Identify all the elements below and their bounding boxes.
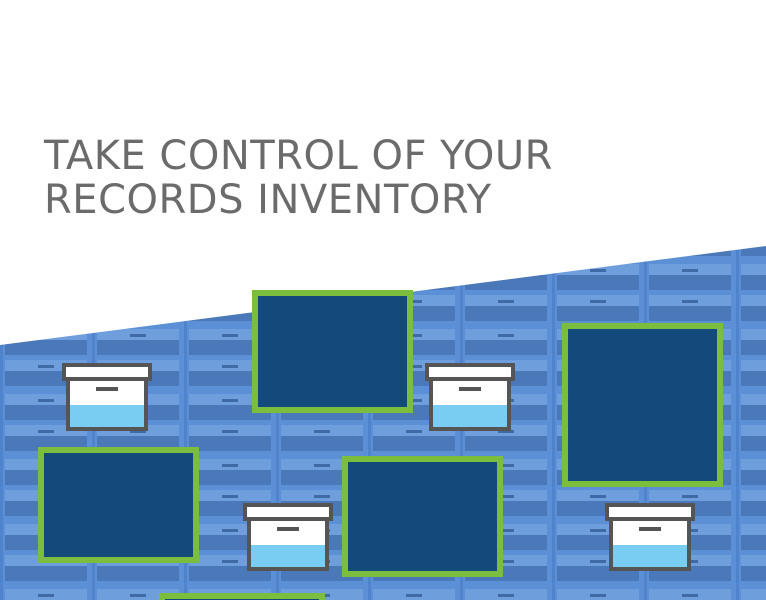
- document-frame: [38, 447, 199, 563]
- page-headline: TAKE CONTROL OF YOUR RECORDS INVENTORY: [44, 134, 744, 222]
- document-frame: [159, 593, 325, 600]
- storage-box-icon: [243, 503, 333, 571]
- document-frame: [562, 323, 723, 487]
- document-frame: [252, 290, 413, 413]
- storage-box-icon: [605, 503, 695, 571]
- headline-line-1: TAKE CONTROL OF YOUR: [44, 133, 553, 179]
- headline-line-2: RECORDS INVENTORY: [44, 177, 492, 223]
- storage-box-icon: [62, 363, 152, 431]
- storage-box-icon: [425, 363, 515, 431]
- document-frame: [342, 456, 503, 577]
